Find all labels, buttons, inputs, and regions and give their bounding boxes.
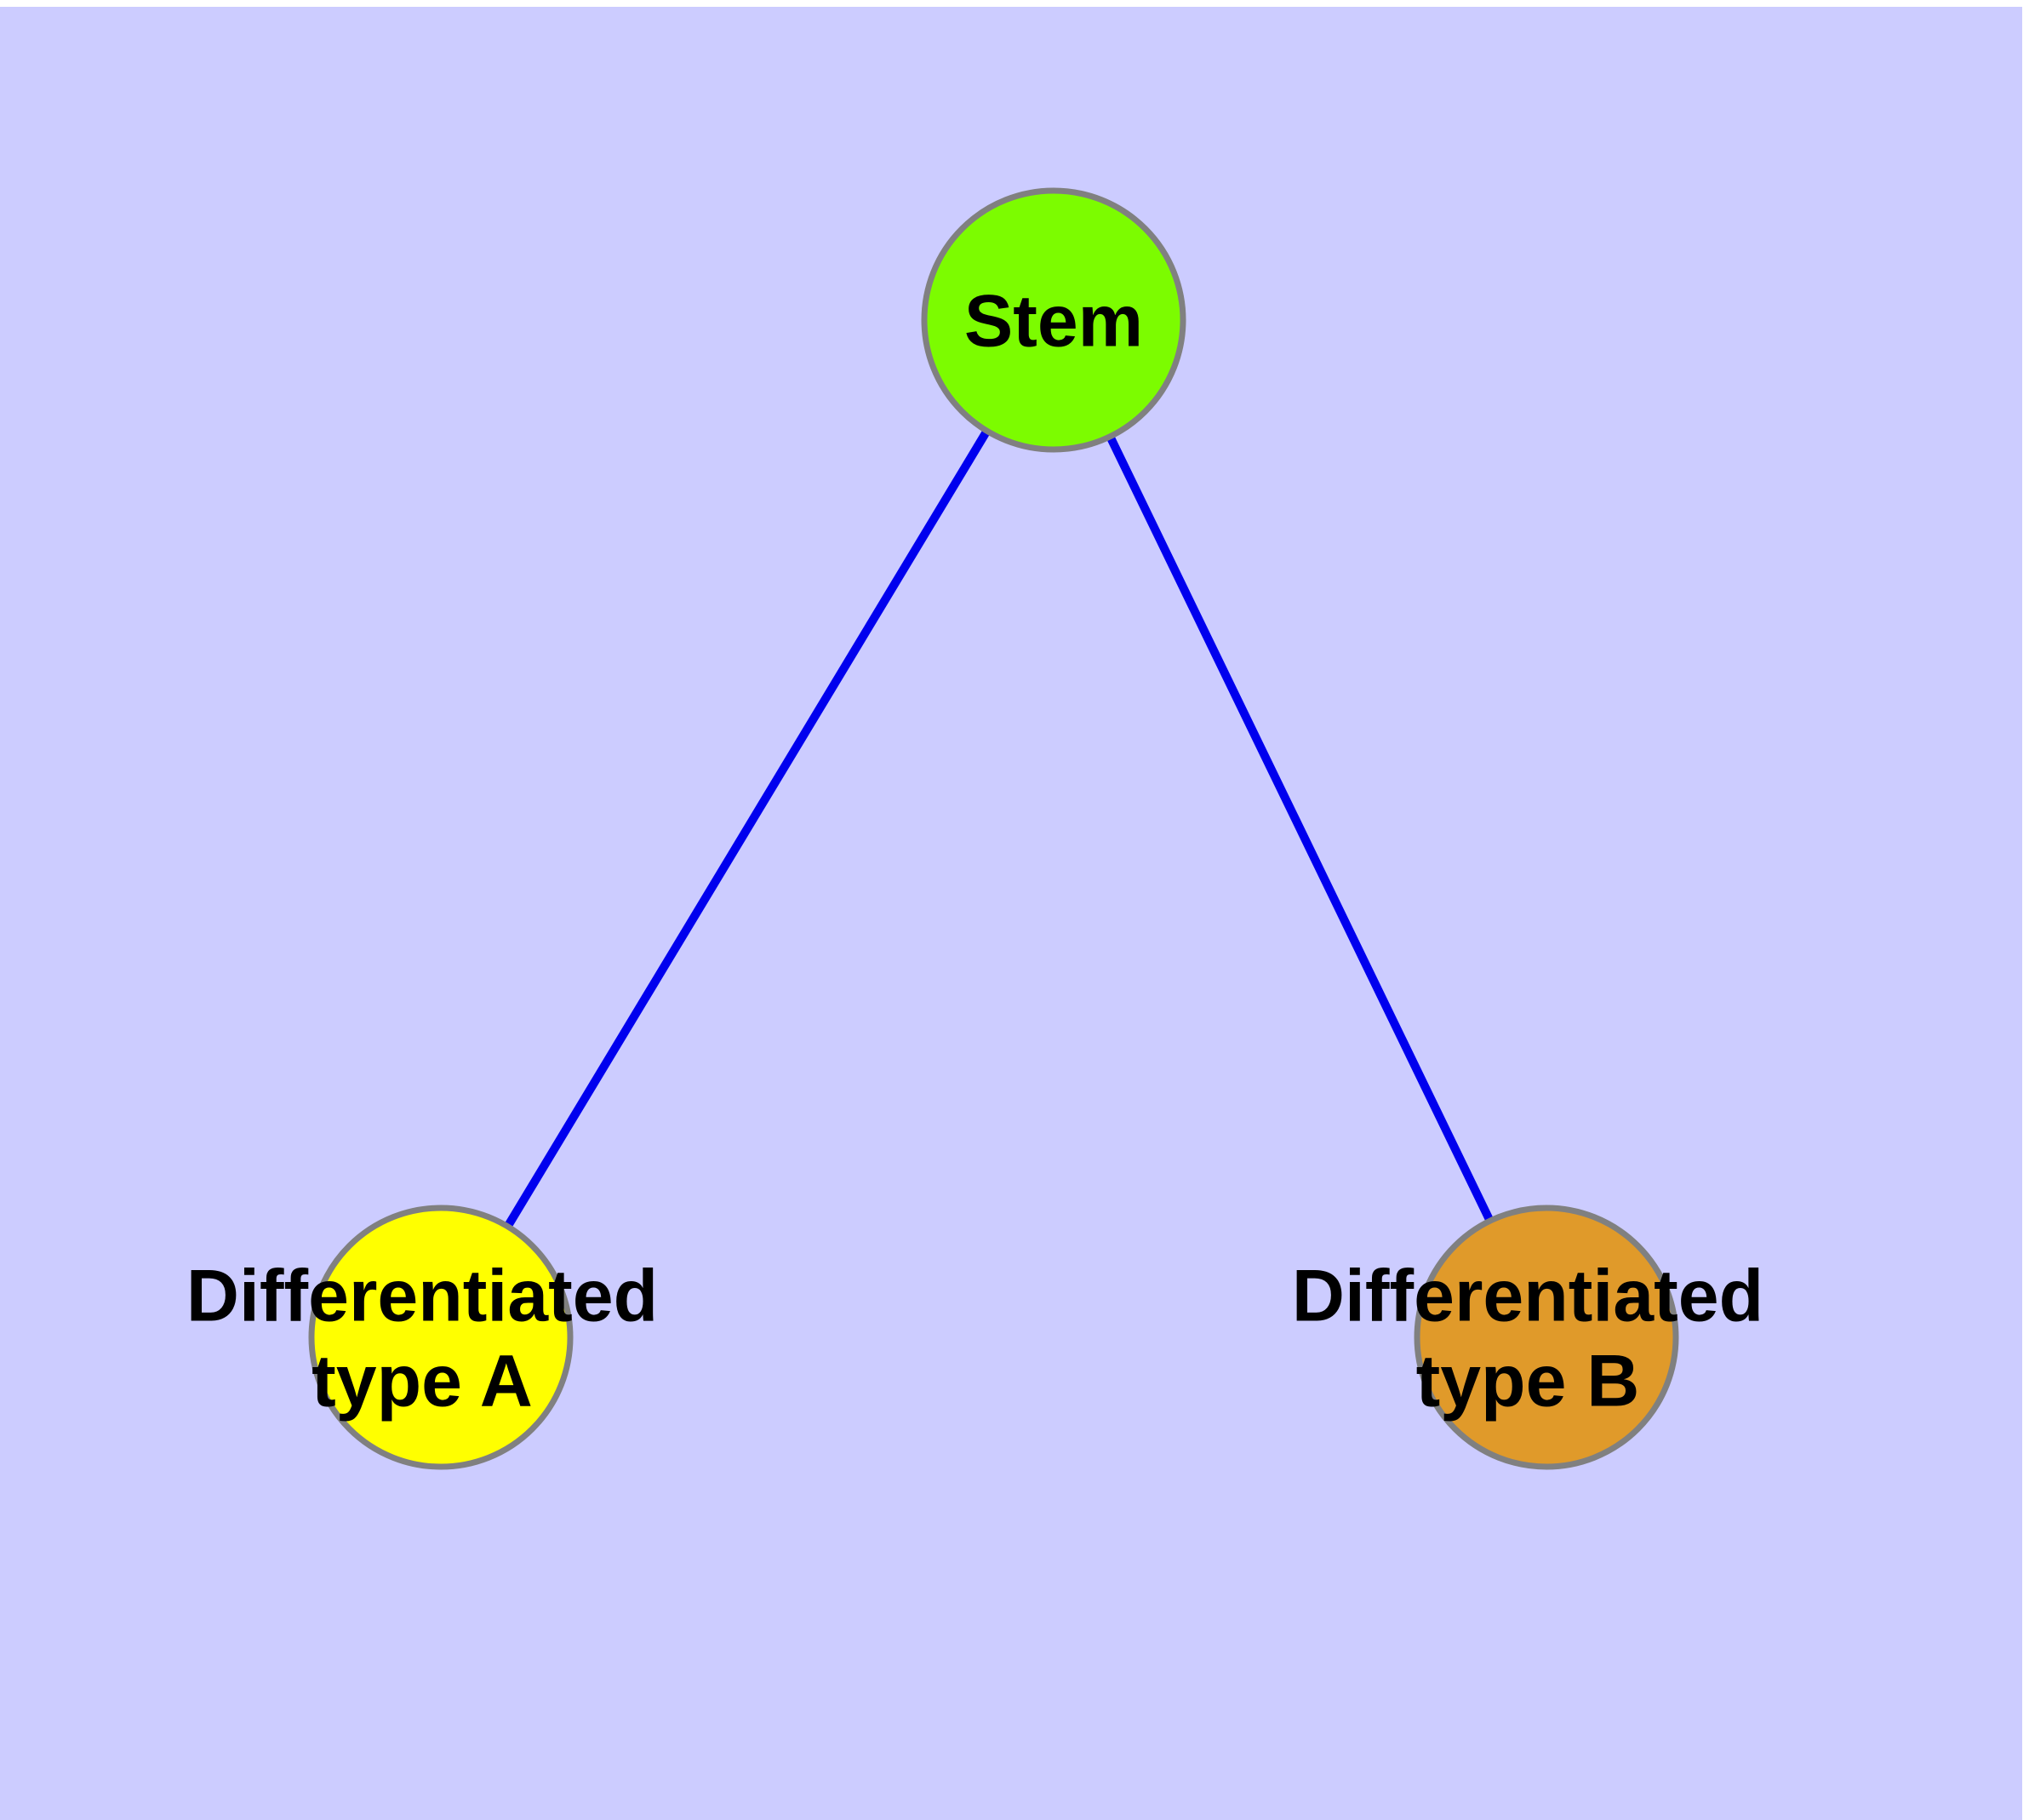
node-label-diff_a-line-1: Differentiated: [186, 1256, 658, 1337]
node-label-diff_a-line-2: type A: [311, 1340, 533, 1422]
edge-stem-diff-b[interactable]: [1049, 318, 1551, 1340]
edges-layer: [437, 318, 1551, 1340]
node-circle-stem[interactable]: [921, 187, 1186, 453]
node-label-diff_b-line-2: type B: [1416, 1340, 1640, 1422]
node-label-stem: Stem: [964, 281, 1143, 363]
edge-stem-diff-a[interactable]: [437, 318, 1058, 1340]
node-stem[interactable]: Stem: [921, 187, 1186, 453]
node-circle-diff_b[interactable]: [1414, 1205, 1679, 1470]
node-label-diff_b-line-1: Differentiated: [1292, 1256, 1763, 1337]
node-circle-diff_a[interactable]: [308, 1205, 574, 1470]
